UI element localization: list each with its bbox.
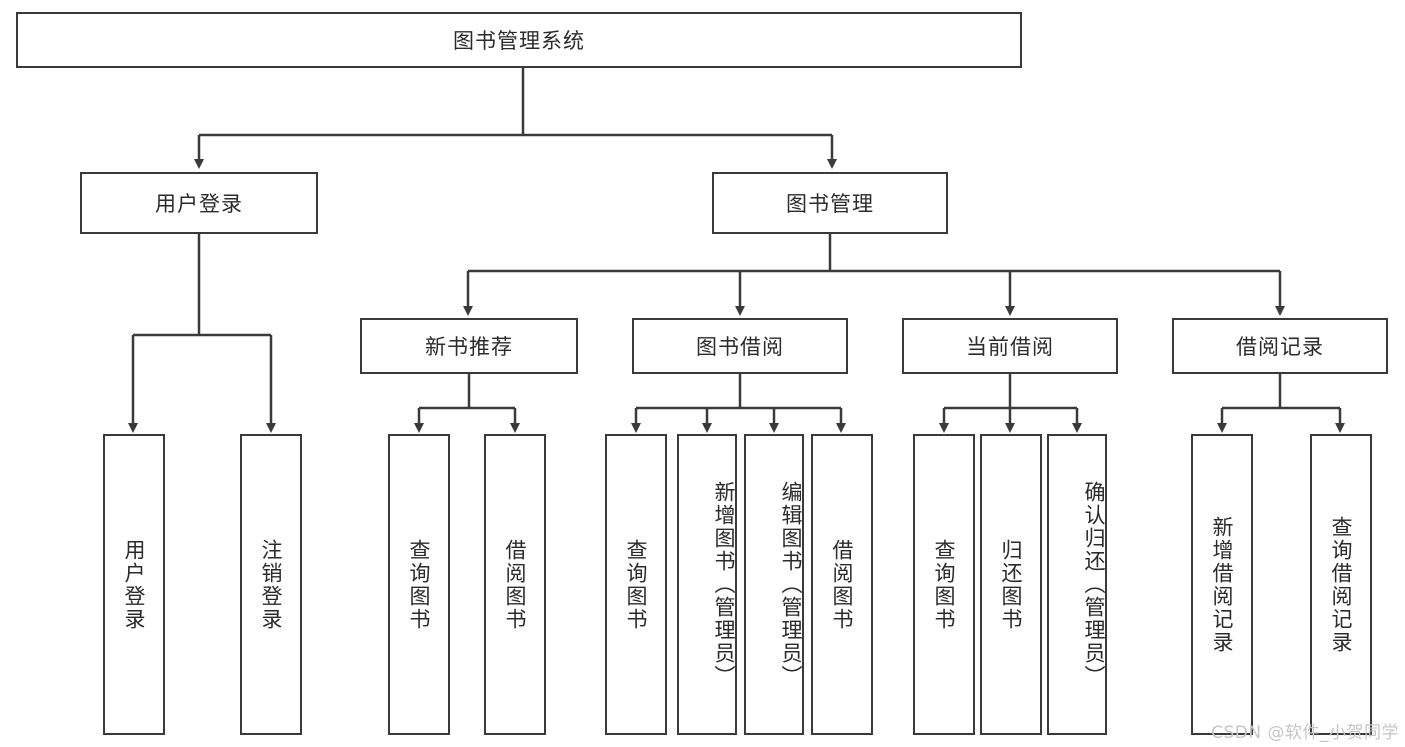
leaf-current-query-book[interactable]: 查询图书 [913,434,975,735]
node-current-borrow[interactable]: 当前借阅 [902,318,1118,374]
node-borrow-record[interactable]: 借阅记录 [1172,318,1388,374]
leaf-borrow-add-book-admin[interactable]: 新增图书（管理员） [677,434,737,735]
leaf-record-query-record[interactable]: 查询借阅记录 [1310,434,1372,735]
leaf-record-add-record[interactable]: 新增借阅记录 [1191,434,1253,735]
node-new-book-recommend[interactable]: 新书推荐 [360,318,578,374]
leaf-borrow-edit-book-admin[interactable]: 编辑图书（管理员） [744,434,804,735]
leaf-borrow-borrow-book[interactable]: 借阅图书 [811,434,873,735]
leaf-user-login-signout[interactable]: 注销登录 [240,434,302,735]
leaf-recommend-query-book[interactable]: 查询图书 [388,434,450,735]
leaf-user-login-signin[interactable]: 用户登录 [103,434,165,735]
node-book-management[interactable]: 图书管理 [712,172,948,234]
node-book-borrow[interactable]: 图书借阅 [632,318,848,374]
node-root-system[interactable]: 图书管理系统 [16,12,1022,68]
leaf-recommend-borrow-book[interactable]: 借阅图书 [484,434,546,735]
leaf-current-return-book[interactable]: 归还图书 [980,434,1042,735]
leaf-current-confirm-return-admin[interactable]: 确认归还（管理员） [1047,434,1107,735]
csdn-watermark: CSDN @软件_小贺同学 [1211,723,1399,743]
node-user-login[interactable]: 用户登录 [80,172,318,234]
leaf-borrow-query-book[interactable]: 查询图书 [605,434,667,735]
